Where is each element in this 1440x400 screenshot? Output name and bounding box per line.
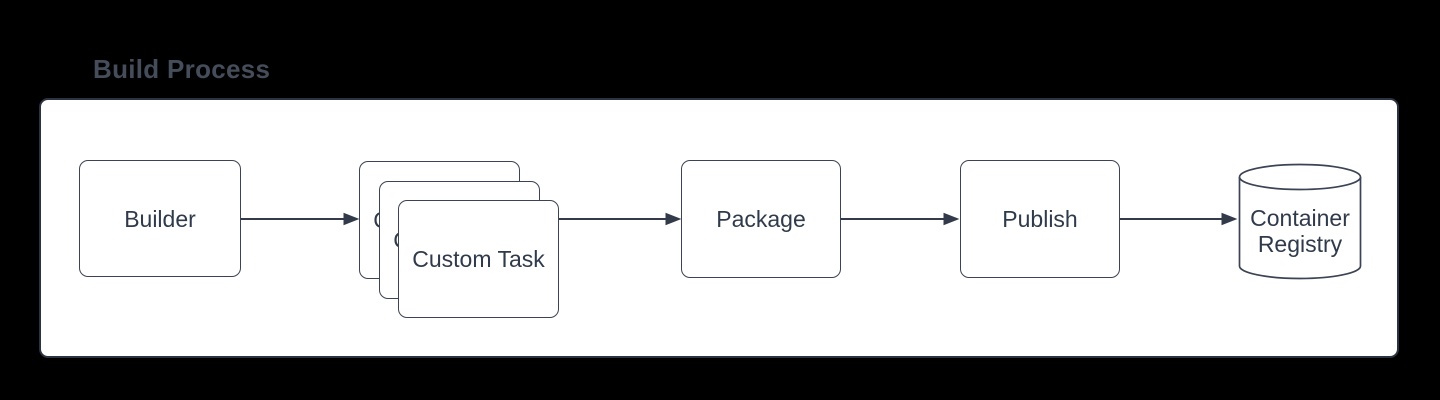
node-builder[interactable]: Builder — [79, 160, 241, 277]
node-custom-task-label: Custom Task — [412, 246, 545, 272]
cylinder-icon — [1238, 163, 1362, 280]
node-builder-label: Builder — [124, 205, 196, 232]
node-container-registry[interactable]: Container Registry — [1238, 163, 1362, 280]
node-container-registry-label: Container Registry — [1250, 204, 1350, 257]
node-publish[interactable]: Publish — [960, 160, 1120, 278]
node-custom-task[interactable]: Custom Task — [398, 200, 559, 318]
node-publish-label: Publish — [1002, 206, 1078, 232]
diagram-title: Build Process — [93, 54, 271, 84]
node-package[interactable]: Package — [681, 160, 841, 278]
node-package-label: Package — [716, 206, 806, 232]
